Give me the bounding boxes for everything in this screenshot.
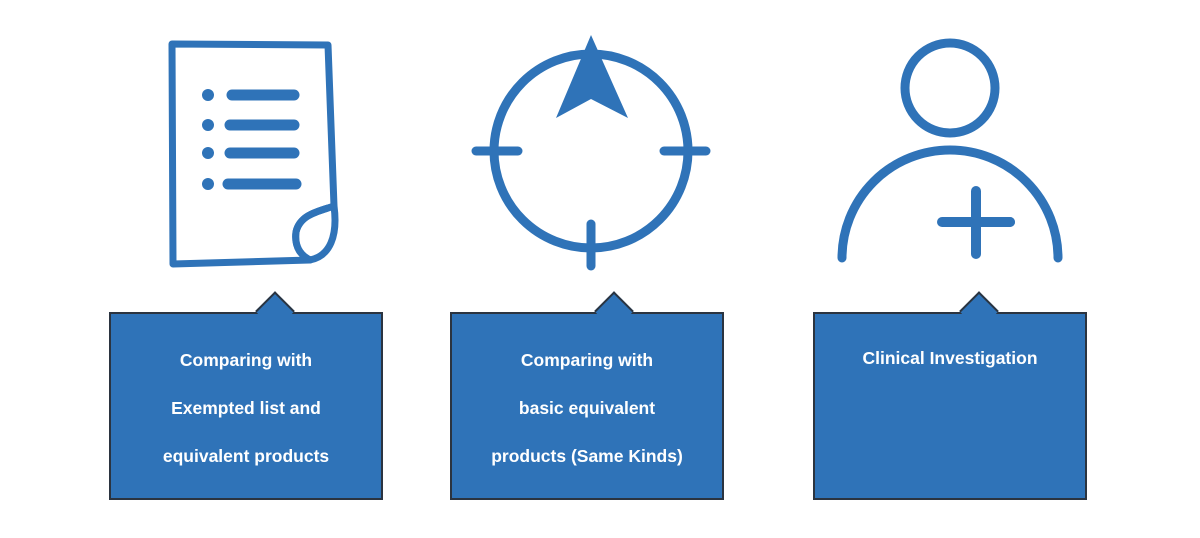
document-list-icon (160, 36, 350, 276)
callout-pointer (594, 291, 634, 331)
callout-line: Exempted list and (171, 398, 321, 418)
callout-line: basic equivalent (518, 398, 656, 418)
callout-line: Comparing with (520, 350, 654, 370)
callout-line: Clinical Investigation (862, 348, 1038, 368)
callout-box-clinical: Clinical Investigation (813, 291, 1087, 500)
user-add-icon (834, 36, 1066, 266)
callout-box-exempted: Comparing with Exempted list and equival… (109, 291, 383, 500)
callout-text: Comparing with basic equivalent products… (452, 336, 722, 480)
callout-box-equivalent: Comparing with basic equivalent products… (450, 291, 724, 500)
compass-target-icon (470, 30, 714, 274)
callout-text: Clinical Investigation (815, 334, 1085, 382)
callout-text: Comparing with Exempted list and equival… (111, 336, 381, 480)
callout-line: equivalent products (162, 446, 330, 466)
callout-pointer (255, 291, 295, 331)
callout-line: Comparing with (179, 350, 313, 370)
callout-line: products (Same Kinds) (491, 446, 683, 466)
callout-pointer (959, 291, 999, 331)
